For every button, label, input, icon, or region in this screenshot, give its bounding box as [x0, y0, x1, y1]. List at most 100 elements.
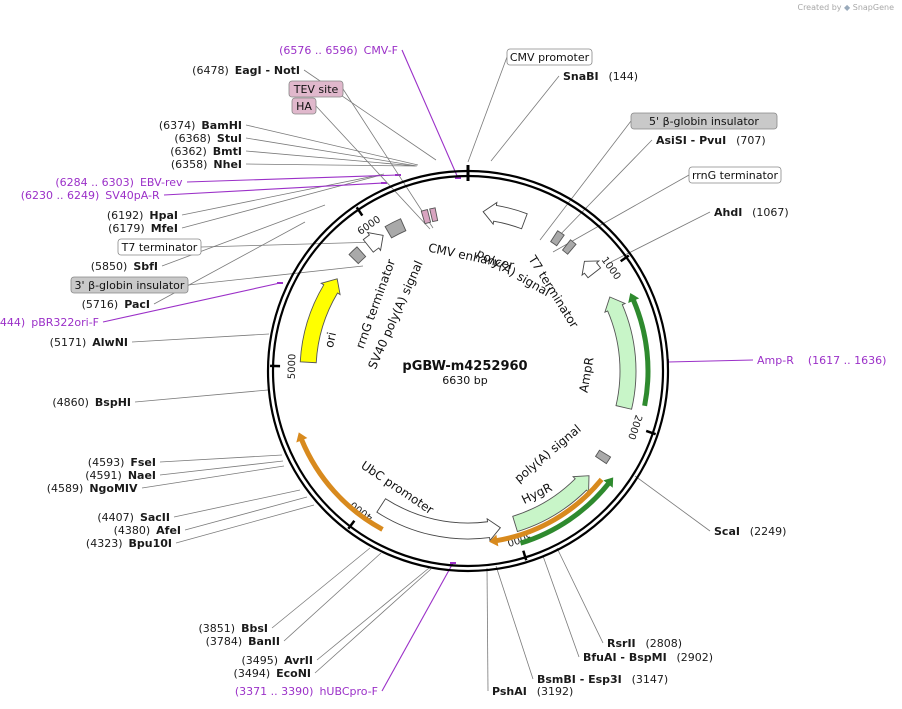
primer-name: pBR322ori-F — [31, 316, 99, 329]
feature-cmv-enhancer[interactable] — [482, 201, 528, 230]
leader-line — [316, 567, 430, 661]
enzyme-position: (4323) — [86, 537, 123, 550]
feature-rrng-terminator[interactable] — [362, 231, 384, 253]
feature-box-label[interactable]: TEV site — [288, 80, 344, 98]
primer-site[interactable]: (6284 .. 6303)EBV-rev — [55, 176, 183, 189]
feature-poly-a-signal[interactable] — [594, 449, 612, 465]
feature-ori[interactable] — [299, 278, 341, 364]
credit-text: Created by — [797, 3, 842, 12]
plasmid-backbone — [266, 165, 670, 573]
snapgene-logo-icon: ◆ — [844, 3, 851, 12]
feature-ha[interactable] — [420, 208, 432, 225]
enzyme-site[interactable]: (5171)AlwNI — [50, 336, 128, 349]
leader-line — [159, 460, 284, 476]
enzyme-site[interactable]: BfuAI - BspMI (2902) — [583, 651, 713, 664]
orf-arcs — [296, 293, 651, 547]
feature-box-label[interactable]: 5' β-globin insulator — [630, 112, 778, 130]
orf-arc — [296, 432, 384, 532]
enzyme-name: BbsI — [241, 622, 268, 635]
primer-site[interactable]: (6576 .. 6596)CMV-F — [279, 44, 398, 57]
enzyme-site[interactable]: (5716)PacI — [82, 298, 150, 311]
leader-line — [163, 182, 385, 196]
credit-brand: SnapGene — [852, 3, 894, 12]
feature-box-label[interactable]: CMV promoter — [506, 48, 593, 66]
enzyme-site[interactable]: (3784)BanII — [206, 635, 280, 648]
leader-line — [173, 489, 301, 518]
enzyme-site[interactable]: (4323)Bpu10I — [86, 537, 172, 550]
feature-ampr[interactable] — [604, 296, 637, 410]
feature-poly-a-signal[interactable] — [581, 260, 602, 279]
enzyme-name: EcoNI — [276, 667, 311, 680]
enzyme-site[interactable]: (6368)StuI — [174, 132, 242, 145]
snapgene-credit: Created by ◆ SnapGene — [797, 3, 894, 12]
enzyme-site[interactable]: (6179)MfeI — [108, 222, 178, 235]
enzyme-position: (2249) — [750, 525, 787, 538]
enzyme-site[interactable]: (6374)BamHI — [159, 119, 242, 132]
leader-line — [490, 75, 560, 162]
leader-line — [161, 204, 326, 267]
enzyme-name: PshAI — [492, 685, 531, 698]
enzyme-site[interactable]: (3495)AvrII — [242, 654, 313, 667]
primer-name: SV40pA-R — [105, 189, 160, 202]
enzyme-site[interactable]: ScaI (2249) — [714, 525, 786, 538]
feature-rrng-terminator[interactable] — [561, 239, 577, 255]
leader-line — [381, 562, 454, 692]
enzyme-site[interactable]: (4407)SacII — [97, 511, 170, 524]
enzyme-position: (3784) — [206, 635, 243, 648]
leader-line — [554, 139, 653, 241]
primer-position: (1617 .. 1636) — [808, 354, 887, 367]
enzyme-site[interactable]: (4591)NaeI — [85, 469, 156, 482]
feature-box-text: TEV site — [293, 83, 339, 96]
enzyme-position: (5171) — [50, 336, 87, 349]
enzyme-position: (2808) — [645, 637, 682, 650]
enzyme-site[interactable]: (4380)AfeI — [114, 524, 181, 537]
orf-arc — [628, 293, 651, 407]
enzyme-site[interactable]: (3851)BbsI — [199, 622, 268, 635]
enzyme-name: NheI — [213, 158, 242, 171]
enzyme-position: (5716) — [82, 298, 119, 311]
enzyme-position: (2902) — [677, 651, 714, 664]
feature-hygr[interactable] — [512, 475, 590, 533]
feature-ubc-promoter[interactable] — [376, 498, 502, 542]
enzyme-site[interactable]: SnaBI (144) — [563, 70, 638, 83]
enzyme-site[interactable]: AhdI (1067) — [714, 206, 789, 219]
enzyme-site[interactable]: BsmBI - Esp3I (3147) — [537, 673, 668, 686]
enzyme-name: BfuAI - BspMI — [583, 651, 671, 664]
enzyme-site[interactable]: RsrII (2808) — [607, 637, 682, 650]
feature-box — [506, 48, 593, 66]
leader-line — [245, 137, 418, 167]
enzyme-name: NgoMIV — [89, 482, 138, 495]
primer-site[interactable]: (6230 .. 6249)SV40pA-R — [21, 189, 160, 202]
primer-site[interactable]: Amp-R(1617 .. 1636) — [757, 354, 886, 367]
enzyme-name: StuI — [217, 132, 242, 145]
enzyme-site[interactable]: (5850)SbfI — [91, 260, 158, 273]
enzyme-site[interactable]: PshAI (3192) — [492, 685, 573, 698]
enzyme-site[interactable]: (4860)BspHI — [52, 396, 131, 409]
boxed-feature-labels: CMV promoter 5' β-globin insulator rrnG te… — [70, 48, 782, 294]
feature-tev-site[interactable] — [429, 207, 439, 223]
feature-box-label[interactable]: HA — [291, 97, 317, 115]
enzyme-site[interactable]: AsiSI - PvuI (707) — [656, 134, 766, 147]
enzyme-site[interactable]: (6192)HpaI — [107, 209, 178, 222]
enzyme-site[interactable]: (4589)NgoMIV — [47, 482, 138, 495]
tick-label: 2000 — [625, 413, 644, 441]
enzyme-position: (4407) — [97, 511, 134, 524]
feature-box-text: 5' β-globin insulator — [649, 115, 759, 128]
feature-box-label[interactable]: T7 terminator — [117, 238, 202, 256]
feature-3-globin-insulator[interactable] — [348, 246, 367, 265]
enzyme-site[interactable]: (3494)EcoNI — [234, 667, 311, 680]
primer-site[interactable]: (5425 .. 5444)pBR322ori-F — [0, 316, 99, 329]
feature-sv40-poly-a-signal[interactable] — [384, 218, 407, 239]
enzyme-site[interactable]: (6478)EagI - NotI — [192, 64, 300, 77]
feature-box-label[interactable]: 3' β-globin insulator — [70, 276, 189, 294]
enzyme-name: BsmBI - Esp3I — [537, 673, 626, 686]
enzyme-site[interactable]: (6358)NheI — [171, 158, 242, 171]
feature-t7-terminator[interactable] — [550, 230, 565, 247]
orf-arc — [489, 477, 604, 547]
enzyme-site[interactable]: (4593)FseI — [88, 456, 156, 469]
enzyme-site[interactable]: (6362)BmtI — [170, 145, 242, 158]
primer-site[interactable]: (3371 .. 3390)hUBCpro-F — [235, 685, 378, 698]
leader-line — [181, 173, 385, 216]
enzyme-position: (4591) — [85, 469, 122, 482]
feature-box-label[interactable]: rrnG terminator — [688, 166, 782, 184]
